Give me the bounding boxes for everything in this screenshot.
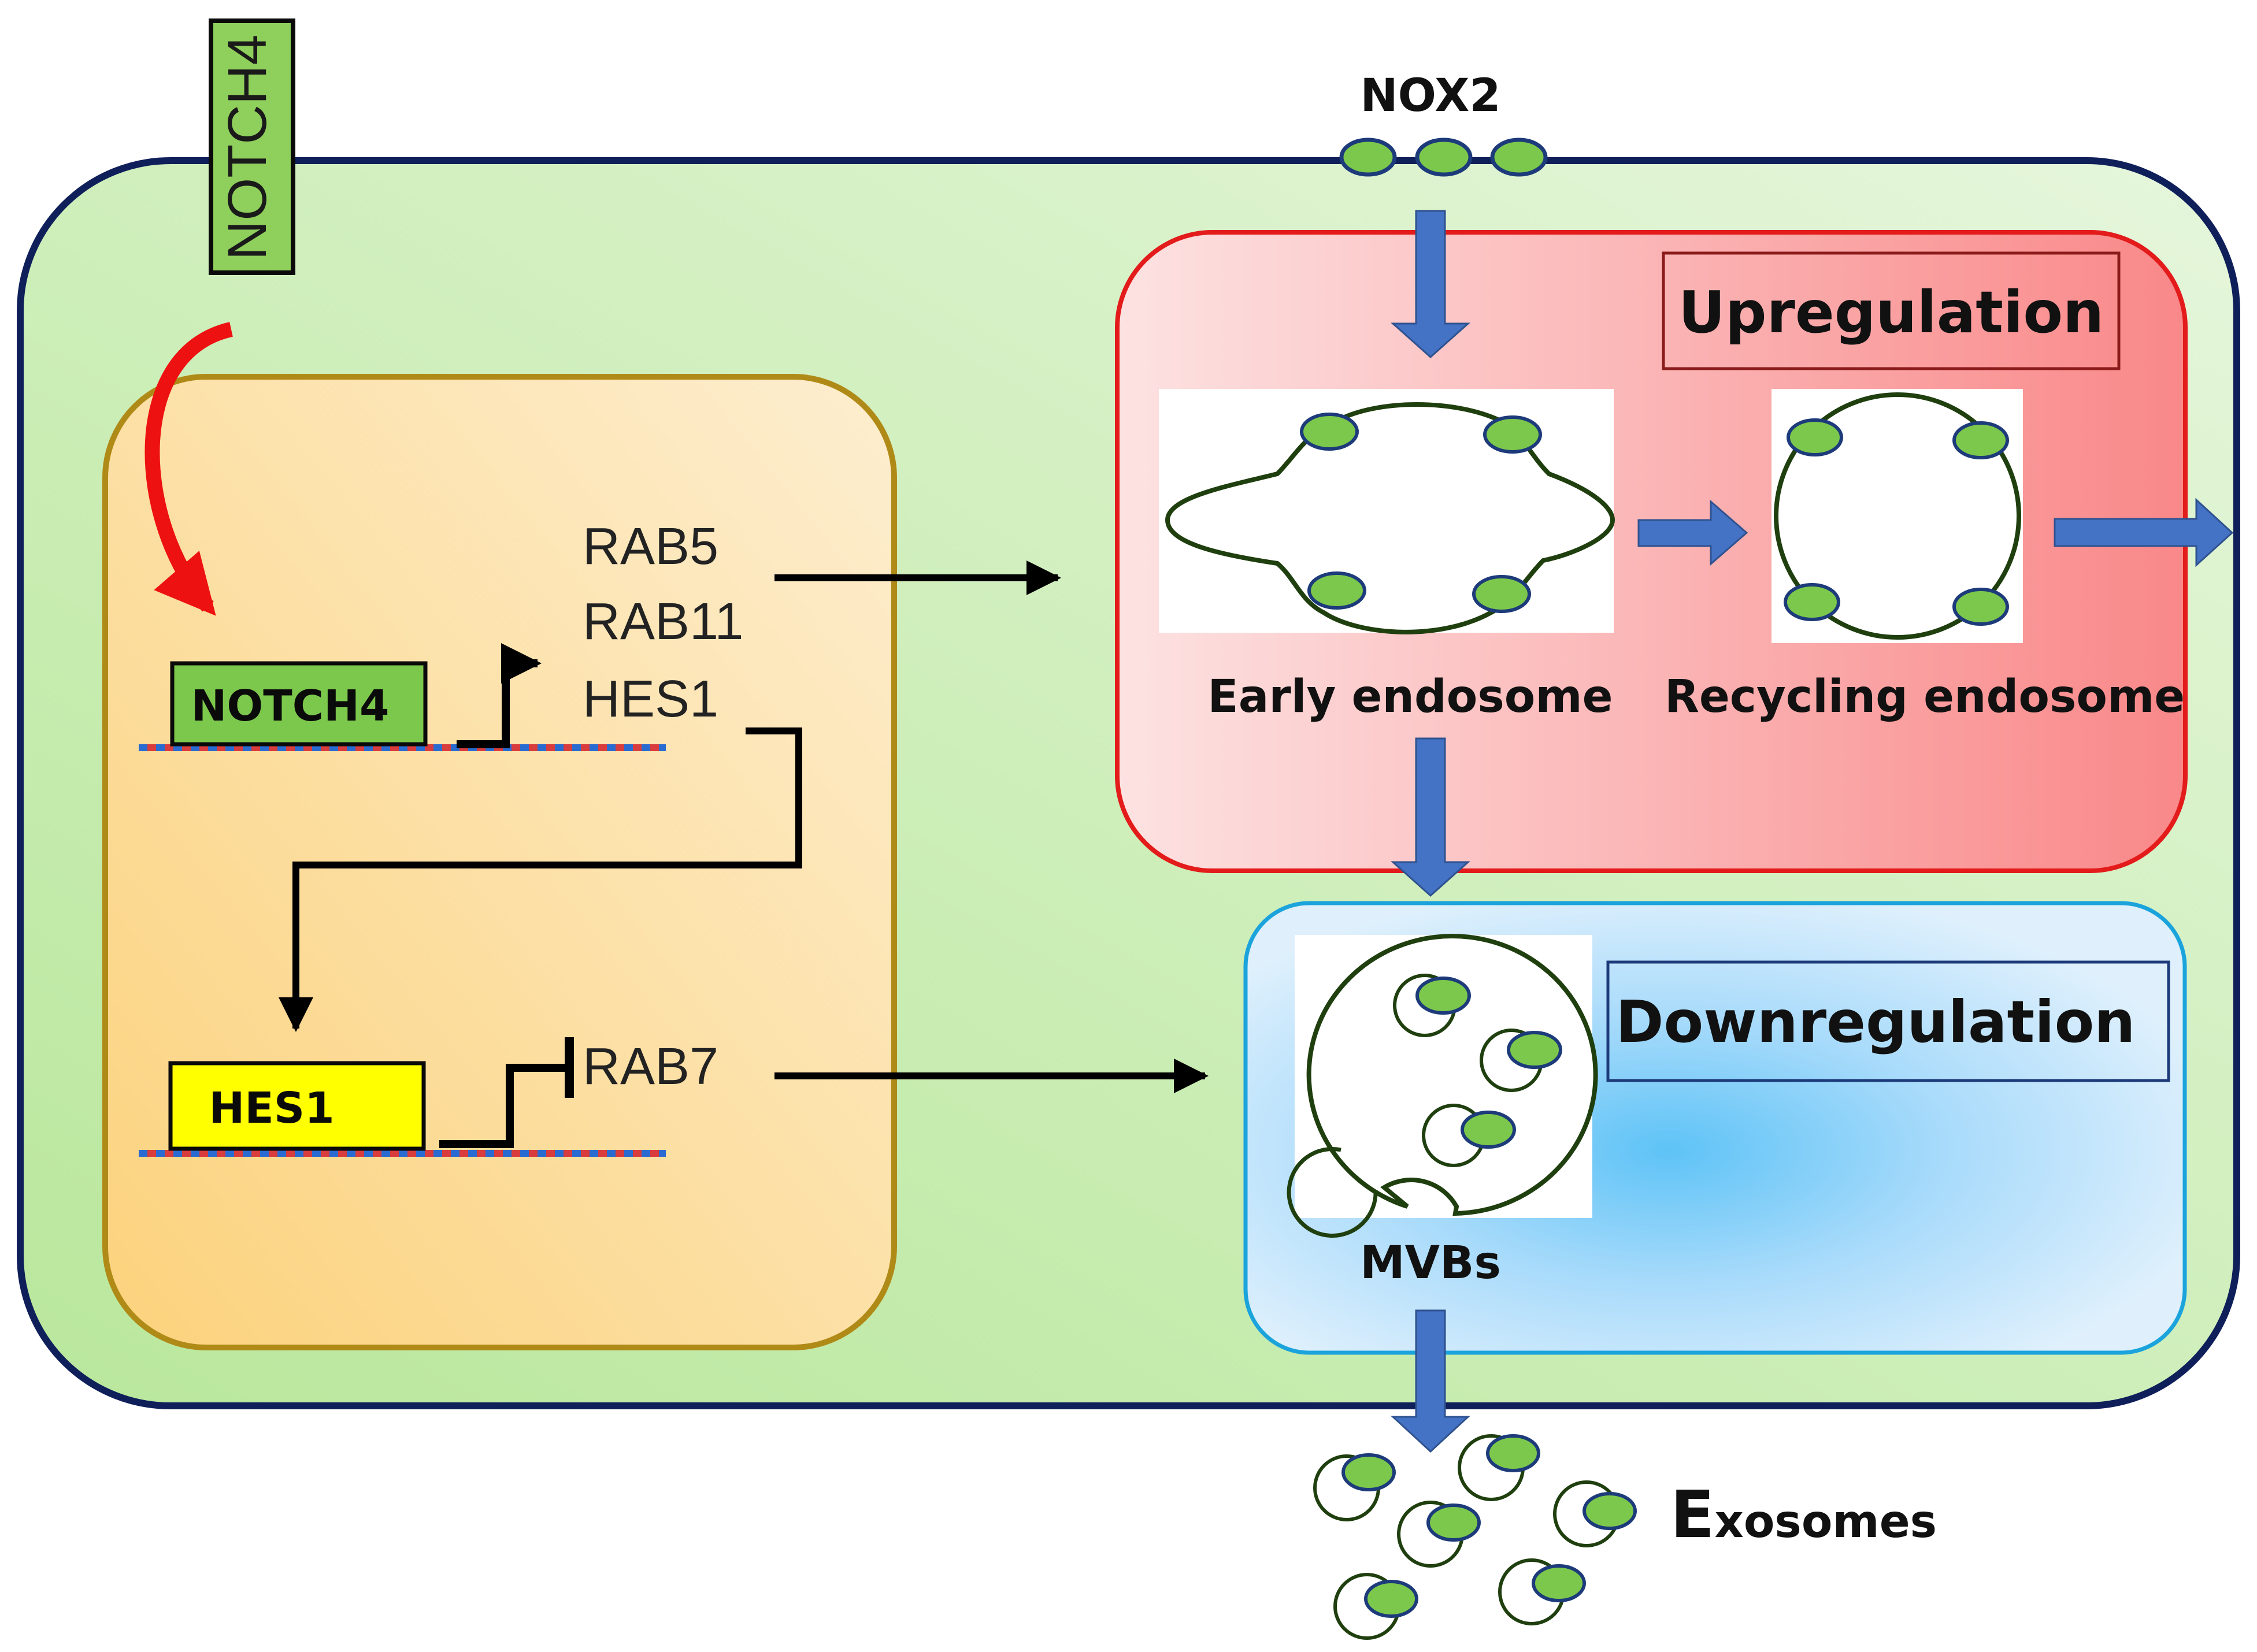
exosome <box>1333 1573 1418 1640</box>
early-endosome-vesicle <box>1307 571 1366 610</box>
nox2-subunit <box>1490 138 1548 177</box>
early-endosome-vesicle <box>1483 415 1542 454</box>
early-endosome-vesicle <box>1300 413 1359 451</box>
mvb-intraluminal-vesicle <box>1422 1104 1516 1167</box>
nox2-subunit <box>1339 138 1397 177</box>
target-gene-hes1: HES1 <box>583 670 718 728</box>
mvb-intraluminal-vesicle <box>1393 974 1471 1037</box>
nox2-complex: NOX2 <box>1339 70 1548 177</box>
recycling-out-arrow <box>2054 498 2234 567</box>
notch4-receptor-label: NOTCH4 <box>217 35 278 261</box>
hes1-feedback-connector <box>279 727 802 1032</box>
exosome <box>1397 1501 1481 1568</box>
target-gene-rab11: RAB11 <box>583 593 743 651</box>
nox2-to-endosome-arrow <box>1391 210 1470 359</box>
notch4-receptor: NOTCH4 <box>209 18 295 275</box>
target-gene-rab5: RAB5 <box>583 518 718 576</box>
recycling-endosome-vesicle <box>1784 583 1840 621</box>
notch4-promoter-arrow <box>457 643 542 748</box>
mvb-intraluminal-vesicle <box>1480 1029 1562 1092</box>
exosomes-label: Exosomes <box>1670 1477 1937 1553</box>
notch4-gene-box <box>170 661 428 747</box>
nox2-subunit <box>1415 138 1473 177</box>
mvbs-label: MVBs <box>1360 1237 1501 1289</box>
recycling-endosome-label: Recycling endosome <box>1665 671 2185 723</box>
early-endosome-vesicle <box>1472 575 1531 613</box>
mvb-bud <box>1287 1147 1378 1238</box>
notch4-gene-label: NOTCH4 <box>191 681 389 731</box>
upregulation-title-box <box>1662 251 2121 370</box>
repressed-gene-rab7: RAB7 <box>583 1038 718 1096</box>
nox2-label: NOX2 <box>1360 70 1500 122</box>
hes1-gene-label: HES1 <box>209 1083 334 1133</box>
recycling-endosome-vesicle <box>1952 588 2009 626</box>
exosome <box>1313 1453 1396 1521</box>
upregulation-title: Upregulation <box>1678 279 2104 346</box>
exosomes-label-rest: xosomes <box>1715 1496 1937 1548</box>
exosome <box>1458 1434 1540 1501</box>
dna-strand-hes1 <box>139 1150 666 1157</box>
recycling-endosome-vesicle <box>1787 418 1843 456</box>
mvb-membrane <box>1306 934 1598 1216</box>
mvb-secretion-arrow <box>1391 1309 1470 1453</box>
notch4-activation-arrow <box>144 322 234 616</box>
early-to-mvb-arrow <box>1391 737 1470 897</box>
recycling-endosome-membrane <box>1774 392 2021 640</box>
hes1-repression-connector <box>439 1064 566 1148</box>
early-endosome-label: Early endosome <box>1207 671 1613 723</box>
recycling-endosome-vesicle <box>1952 421 2009 459</box>
hes1-gene-box <box>168 1061 426 1151</box>
exosome <box>1553 1480 1637 1547</box>
exosomes-label-initial: E <box>1670 1477 1715 1553</box>
downregulation-title-box <box>1606 960 2170 1082</box>
downregulation-title: Downregulation <box>1616 988 2136 1056</box>
exosome <box>1498 1558 1586 1625</box>
early-to-recycling-arrow <box>1637 499 1748 566</box>
